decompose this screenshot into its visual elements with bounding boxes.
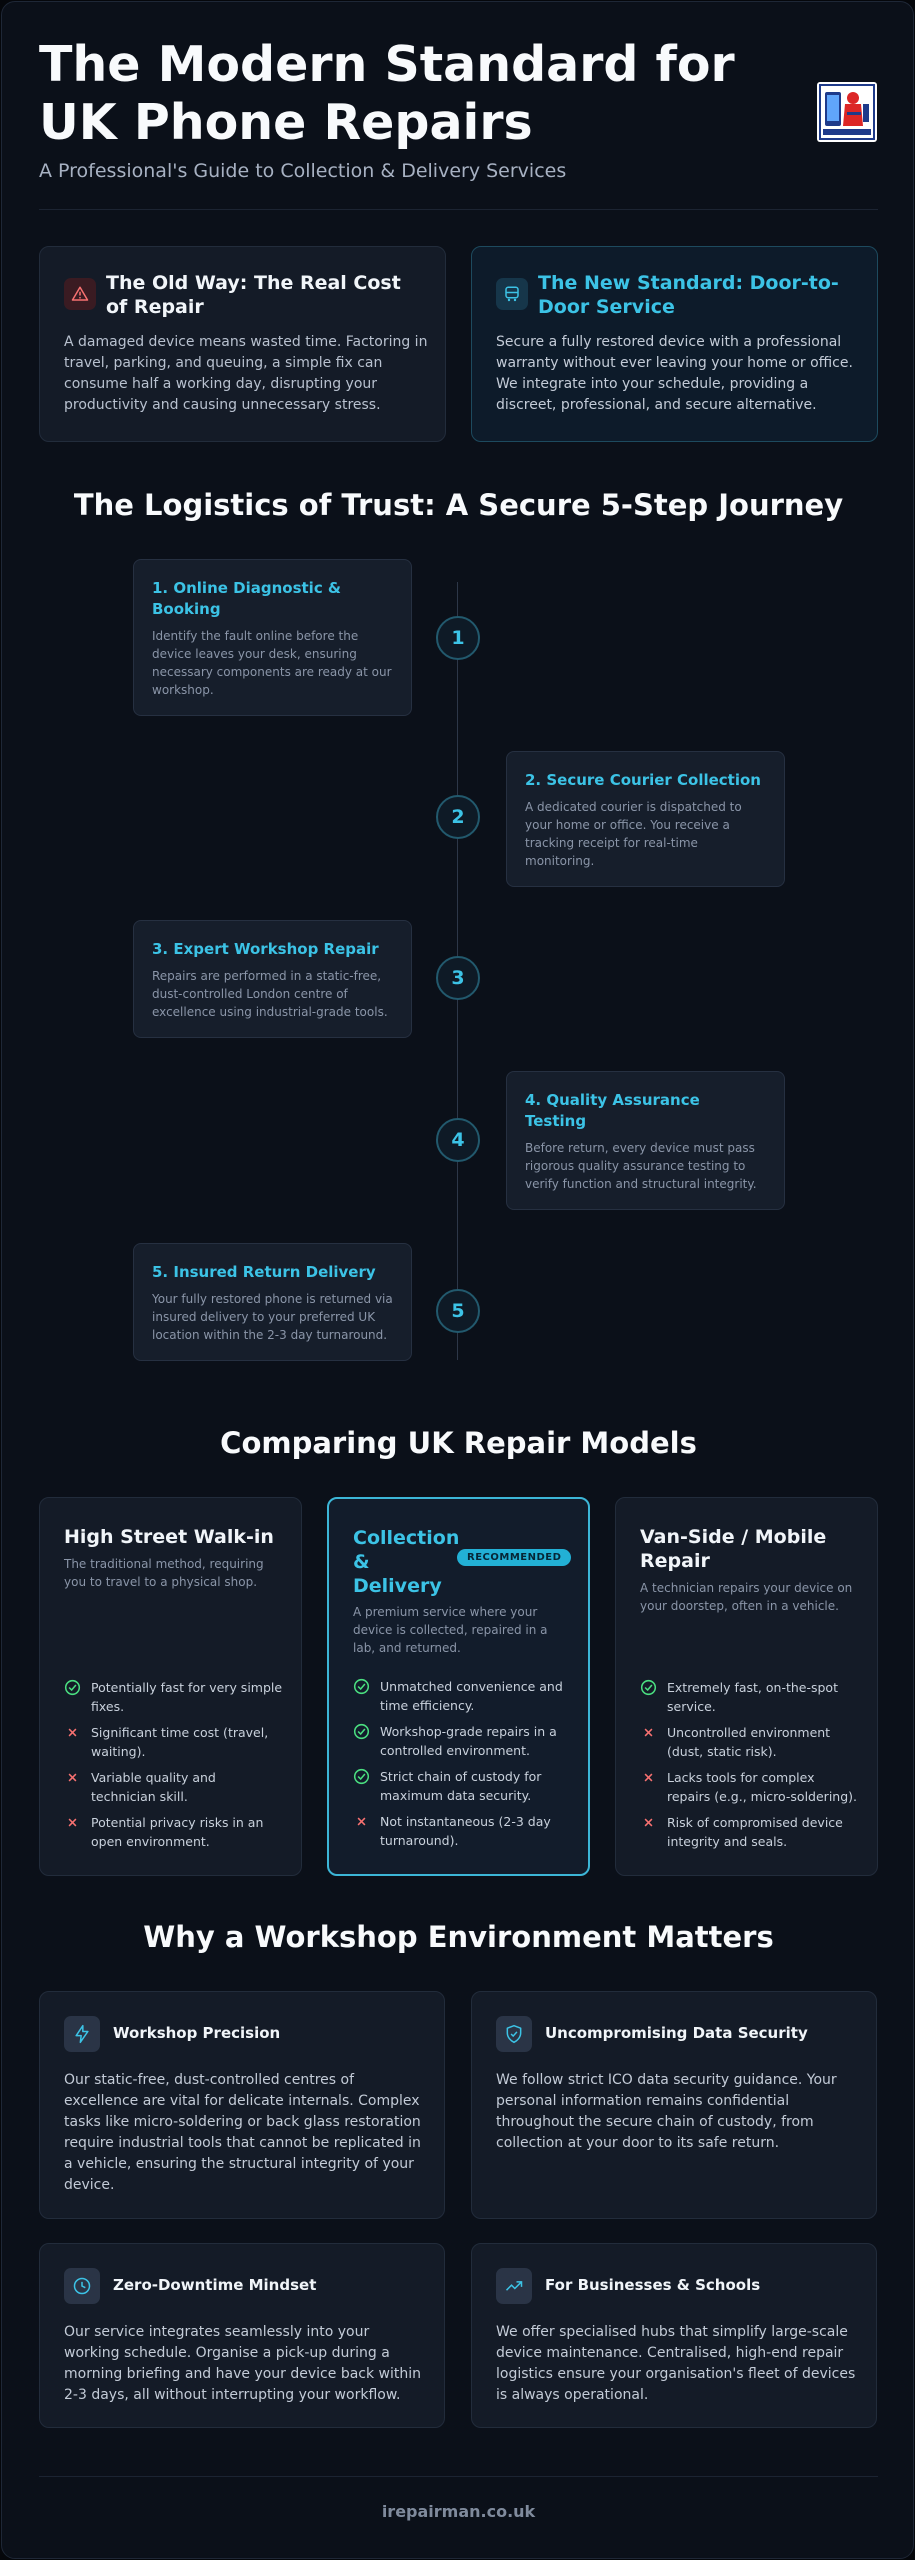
feature-item: Unmatched convenience and time efficienc…: [353, 1677, 573, 1715]
step-number-1: 1: [436, 616, 480, 660]
model-card-mobile-repair: Van-Side / Mobile Repair A technician re…: [615, 1497, 878, 1876]
step-body: Repairs are performed in a static-free, …: [152, 969, 388, 1019]
cross-icon: [644, 1728, 653, 1737]
why-card-businesses-schools: For Businesses & Schools We offer specia…: [471, 2243, 877, 2428]
cross-icon: [644, 1773, 653, 1782]
check-circle-icon: [353, 1768, 370, 1785]
model-title: Van-Side / Mobile Repair: [640, 1526, 827, 1572]
why-card-workshop-precision: Workshop Precision Our static-free, dust…: [39, 1991, 445, 2219]
brand-logo[interactable]: [817, 82, 877, 142]
feature-item: Lacks tools for complex repairs (e.g., m…: [640, 1768, 860, 1806]
hero-divider: [39, 209, 878, 210]
footer-link[interactable]: irepairman.co.uk: [381, 2502, 536, 2521]
cross-icon: [68, 1728, 77, 1737]
step-card-3: 3. Expert Workshop Repair Repairs are pe…: [133, 920, 412, 1038]
why-card-title: Workshop Precision: [113, 2024, 281, 2042]
check-circle-icon: [64, 1679, 81, 1696]
step-card-1: 1. Online Diagnostic & Booking Identify …: [133, 559, 412, 716]
feature-item: Potentially fast for very simple fixes.: [64, 1678, 284, 1716]
check-circle-icon: [640, 1679, 657, 1696]
model-title: Collection & Delivery: [353, 1527, 460, 1597]
new-standard-body: Secure a fully restored device with a pr…: [496, 334, 853, 413]
step-card-4: 4. Quality Assurance Testing Before retu…: [506, 1071, 785, 1210]
check-circle-icon: [353, 1678, 370, 1695]
step-title: 2. Secure Courier Collection: [525, 771, 761, 789]
lightning-icon: [64, 2016, 100, 2052]
why-card-data-security: Uncompromising Data Security We follow s…: [471, 1991, 877, 2219]
model-card-collection-delivery: Collection & Delivery RECOMMENDED A prem…: [327, 1497, 590, 1876]
step-body: Your fully restored phone is returned vi…: [152, 1292, 393, 1342]
old-way-body: A damaged device means wasted time. Fact…: [64, 334, 428, 413]
feature-item: Workshop-grade repairs in a controlled e…: [353, 1722, 573, 1760]
model-desc: A premium service where your device is c…: [353, 1605, 548, 1655]
step-title: 4. Quality Assurance Testing: [525, 1091, 700, 1130]
shield-check-icon: [496, 2016, 532, 2052]
old-way-card: The Old Way: The Real Cost of Repair A d…: [39, 246, 446, 442]
van-icon: [496, 278, 528, 310]
step-body: Before return, every device must pass ri…: [525, 1141, 757, 1191]
new-standard-card: The New Standard: Door-to-Door Service S…: [471, 246, 878, 442]
why-card-title: Uncompromising Data Security: [545, 2024, 808, 2042]
why-card-zero-downtime: Zero-Downtime Mindset Our service integr…: [39, 2243, 445, 2428]
step-number-3: 3: [436, 956, 480, 1000]
cross-icon: [68, 1773, 77, 1782]
cross-icon: [357, 1817, 366, 1826]
old-way-title: The Old Way: The Real Cost of Repair: [106, 272, 401, 318]
model-desc: The traditional method, requiring you to…: [64, 1557, 264, 1589]
why-title: Why a Workshop Environment Matters: [143, 1920, 774, 1954]
journey-title: The Logistics of Trust: A Secure 5-Step …: [73, 488, 844, 522]
footer-divider: [39, 2476, 878, 2477]
step-number-2: 2: [436, 795, 480, 839]
model-title: High Street Walk-in: [64, 1526, 274, 1548]
trend-up-icon: [496, 2268, 532, 2304]
recommended-badge: RECOMMENDED: [457, 1549, 572, 1566]
clock-icon: [64, 2268, 100, 2304]
feature-item: Strict chain of custody for maximum data…: [353, 1767, 573, 1805]
step-title: 1. Online Diagnostic & Booking: [152, 579, 342, 618]
feature-item: Extremely fast, on-the-spot service.: [640, 1678, 860, 1716]
warning-triangle-icon: [64, 278, 96, 310]
cross-icon: [644, 1818, 653, 1827]
step-card-5: 5. Insured Return Delivery Your fully re…: [133, 1243, 412, 1361]
model-desc: A technician repairs your device on your…: [640, 1581, 853, 1613]
why-card-body: Our service integrates seamlessly into y…: [64, 2324, 421, 2403]
why-card-title: Zero-Downtime Mindset: [113, 2276, 317, 2294]
feature-item: Uncontrolled environment (dust, static r…: [640, 1723, 860, 1761]
feature-item: Potential privacy risks in an open envir…: [64, 1813, 284, 1851]
step-body: Identify the fault online before the dev…: [152, 629, 392, 697]
feature-item: Risk of compromised device integrity and…: [640, 1813, 860, 1851]
why-card-title: For Businesses & Schools: [545, 2276, 761, 2294]
why-card-body: We follow strict ICO data security guida…: [496, 2072, 837, 2151]
why-card-body: Our static-free, dust-controlled centres…: [64, 2072, 421, 2193]
page-title: The Modern Standard for UK Phone Repairs: [39, 36, 735, 151]
step-body: A dedicated courier is dispatched to you…: [525, 800, 742, 868]
cross-icon: [68, 1818, 77, 1827]
feature-item: Significant time cost (travel, waiting).: [64, 1723, 284, 1761]
feature-item: Variable quality and technician skill.: [64, 1768, 284, 1806]
step-number-4: 4: [436, 1118, 480, 1162]
step-number-5: 5: [436, 1289, 480, 1333]
step-title: 3. Expert Workshop Repair: [152, 940, 379, 958]
step-card-2: 2. Secure Courier Collection A dedicated…: [506, 751, 785, 887]
check-circle-icon: [353, 1723, 370, 1740]
page-subtitle: A Professional's Guide to Collection & D…: [39, 160, 567, 182]
step-title: 5. Insured Return Delivery: [152, 1263, 376, 1281]
new-standard-title: The New Standard: Door-to-Door Service: [538, 272, 839, 318]
why-card-body: We offer specialised hubs that simplify …: [496, 2324, 856, 2403]
feature-item: Not instantaneous (2-3 day turnaround).: [353, 1812, 573, 1850]
model-card-high-street: High Street Walk-in The traditional meth…: [39, 1497, 302, 1876]
models-title: Comparing UK Repair Models: [220, 1426, 697, 1460]
brand-logo-icon: [819, 84, 875, 140]
